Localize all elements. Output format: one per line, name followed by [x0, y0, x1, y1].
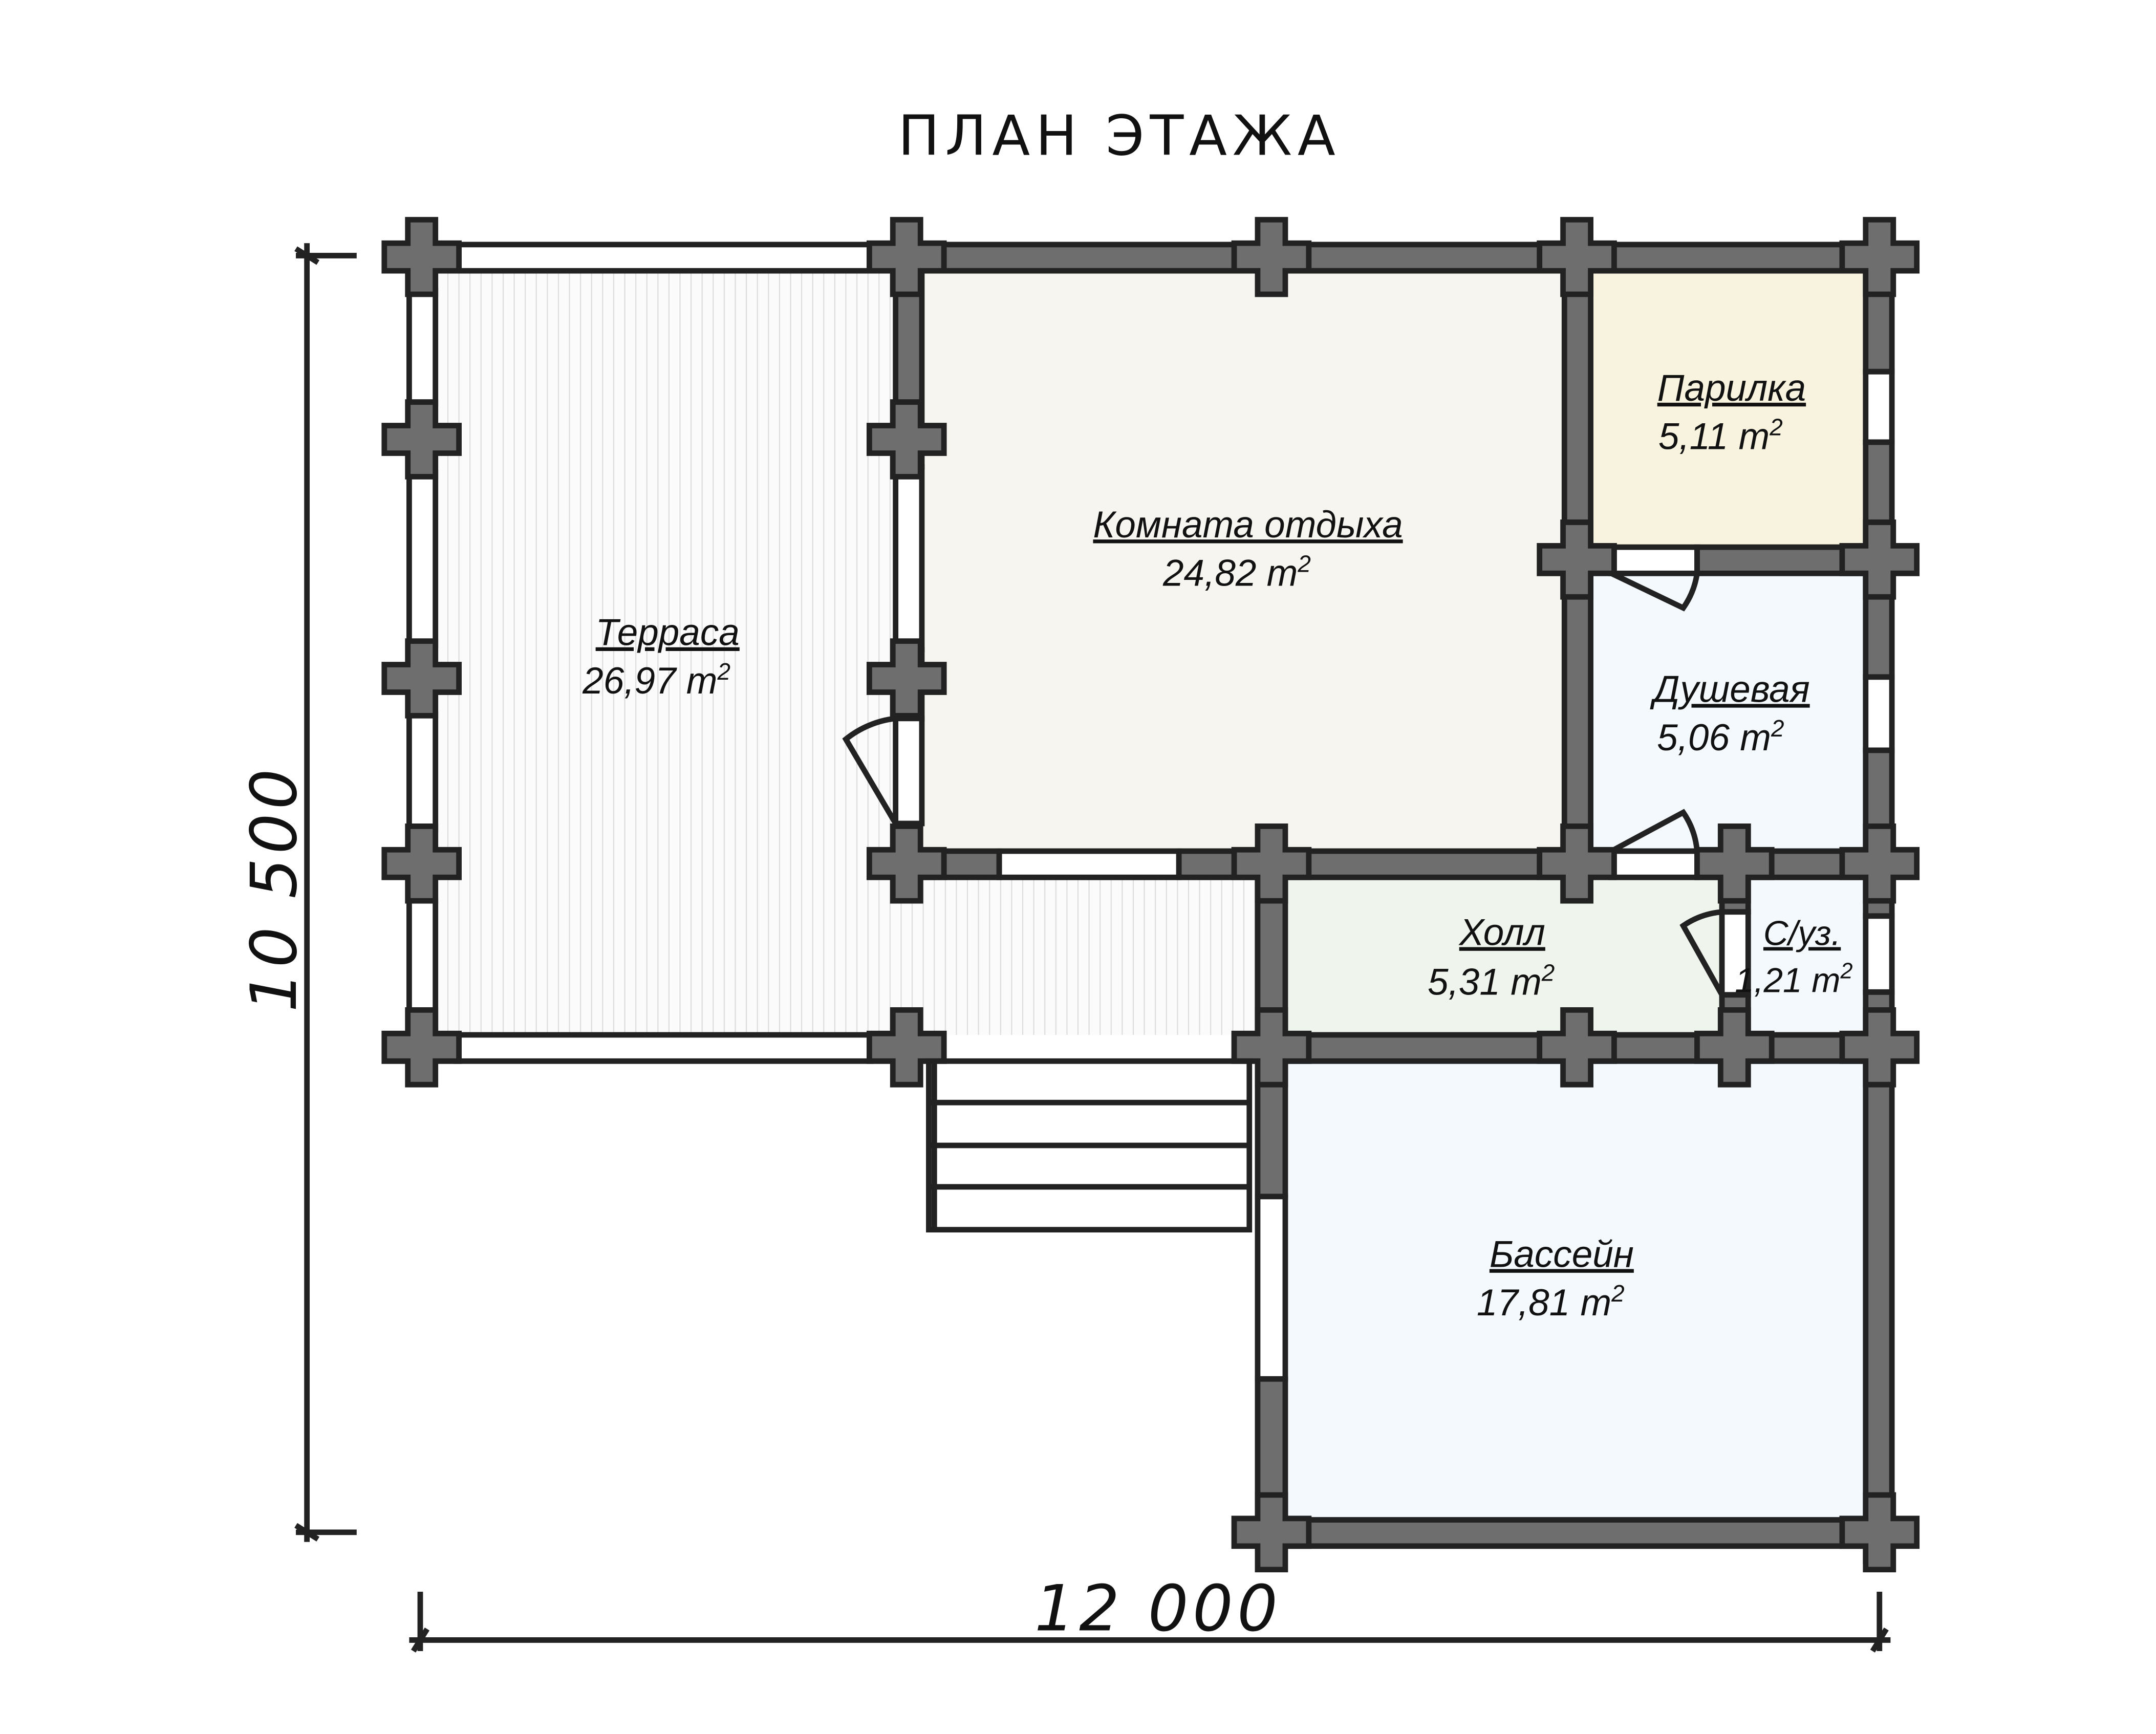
corner-post-6 [381, 399, 462, 480]
door-opening-shower [1608, 848, 1700, 880]
window-shower-right [1863, 674, 1895, 753]
corner-post-19 [866, 1007, 947, 1088]
rest-room-floor [921, 271, 1565, 851]
door-swing-terrace [842, 716, 898, 825]
height-dimension-label: 10 500 [238, 765, 311, 1012]
window-rest-left [893, 464, 925, 653]
hall-name: Холл [1458, 912, 1545, 953]
corner-post-1 [381, 216, 462, 297]
corner-post-24 [1231, 1492, 1312, 1573]
railing-bottom [453, 1032, 874, 1064]
entrance-steps [926, 1058, 1253, 1233]
corner-post-14 [1694, 823, 1775, 904]
railing-left-2 [406, 469, 439, 648]
railing-left-1 [406, 287, 439, 406]
wc-floor [1748, 878, 1866, 1035]
steam-room-floor [1590, 271, 1866, 546]
corner-post-17 [1839, 519, 1920, 600]
corner-post-3 [1231, 216, 1312, 297]
terrace-floor [437, 271, 896, 1035]
wall-top-main [893, 242, 1895, 274]
width-dimension-label: 12 000 [1034, 1572, 1282, 1646]
rest-room-name: Комната отдыха [1093, 504, 1403, 546]
dimension-lines: 10 500 12 000 [238, 243, 1891, 1653]
rest-room-area: 24,82 m2 [1162, 551, 1311, 594]
shower-area: 5,06 m2 [1657, 715, 1784, 758]
corner-post-12 [1231, 823, 1312, 904]
shower-name: Душевая [1650, 668, 1809, 710]
door-opening-terrace [893, 716, 925, 827]
corner-post-21 [1537, 1007, 1617, 1088]
corner-post-2 [866, 216, 947, 297]
pool-name: Бассейн [1490, 1234, 1634, 1275]
doors [842, 544, 1751, 998]
corner-post-13 [1537, 823, 1617, 904]
pool-floor [1285, 1061, 1866, 1520]
corner-post-25 [1839, 1492, 1920, 1573]
corner-post-5 [1839, 216, 1920, 297]
corner-post-11 [866, 823, 947, 904]
dim-tick-bottom [294, 1523, 320, 1542]
corner-post-22 [1694, 1007, 1775, 1088]
wall-pool-bottom [1255, 1517, 1895, 1549]
steam-room-name: Парилка [1657, 367, 1806, 409]
window-pool-left [1255, 1194, 1288, 1382]
door-opening-wc [1719, 909, 1751, 998]
plan-title: ПЛАН ЭТАЖА [898, 104, 1341, 168]
railing-top [453, 242, 874, 274]
dim-tick-left [411, 1627, 430, 1653]
terrace-area: 26,97 m2 [582, 658, 730, 702]
hall-area: 5,31 m2 [1428, 960, 1555, 1003]
wc-name: С/уз. [1763, 915, 1841, 953]
corner-post-4 [1537, 216, 1617, 297]
dim-tick-right [1870, 1627, 1889, 1653]
hall-floor [1285, 851, 1722, 1035]
window-wc-right [1863, 913, 1895, 995]
corner-post-23 [1839, 1007, 1920, 1088]
terrace-name: Терраса [596, 612, 740, 654]
terrace-passage-floor [895, 878, 1258, 1035]
door-swing-wc [1679, 909, 1724, 996]
corner-post-9 [866, 638, 947, 719]
corner-posts [381, 216, 1920, 1573]
door-opening-steam [1608, 544, 1700, 576]
corner-post-18 [381, 1007, 462, 1088]
corner-post-16 [1537, 519, 1617, 600]
wc-area: 1,21 m2 [1735, 959, 1852, 1000]
door-swing-shower [1610, 809, 1700, 854]
room-labels: Терраса 26,97 m2 Комната отдыха 24,82 m2… [582, 367, 1852, 1324]
window-steam-right [1863, 369, 1895, 445]
corner-post-10 [381, 823, 462, 904]
railing-left-3 [406, 711, 439, 832]
shower-floor [1590, 573, 1866, 851]
room-floors [437, 271, 1866, 1520]
door-swing-steam [1610, 571, 1700, 612]
corner-post-15 [1839, 823, 1920, 904]
window-rest-bottom [996, 848, 1182, 880]
dim-tick-top [294, 246, 320, 265]
corner-post-7 [866, 399, 947, 480]
corner-post-8 [381, 638, 462, 719]
corner-post-20 [1231, 1007, 1312, 1088]
steam-room-area: 5,11 m2 [1658, 414, 1783, 457]
pool-area: 17,81 m2 [1477, 1280, 1625, 1324]
